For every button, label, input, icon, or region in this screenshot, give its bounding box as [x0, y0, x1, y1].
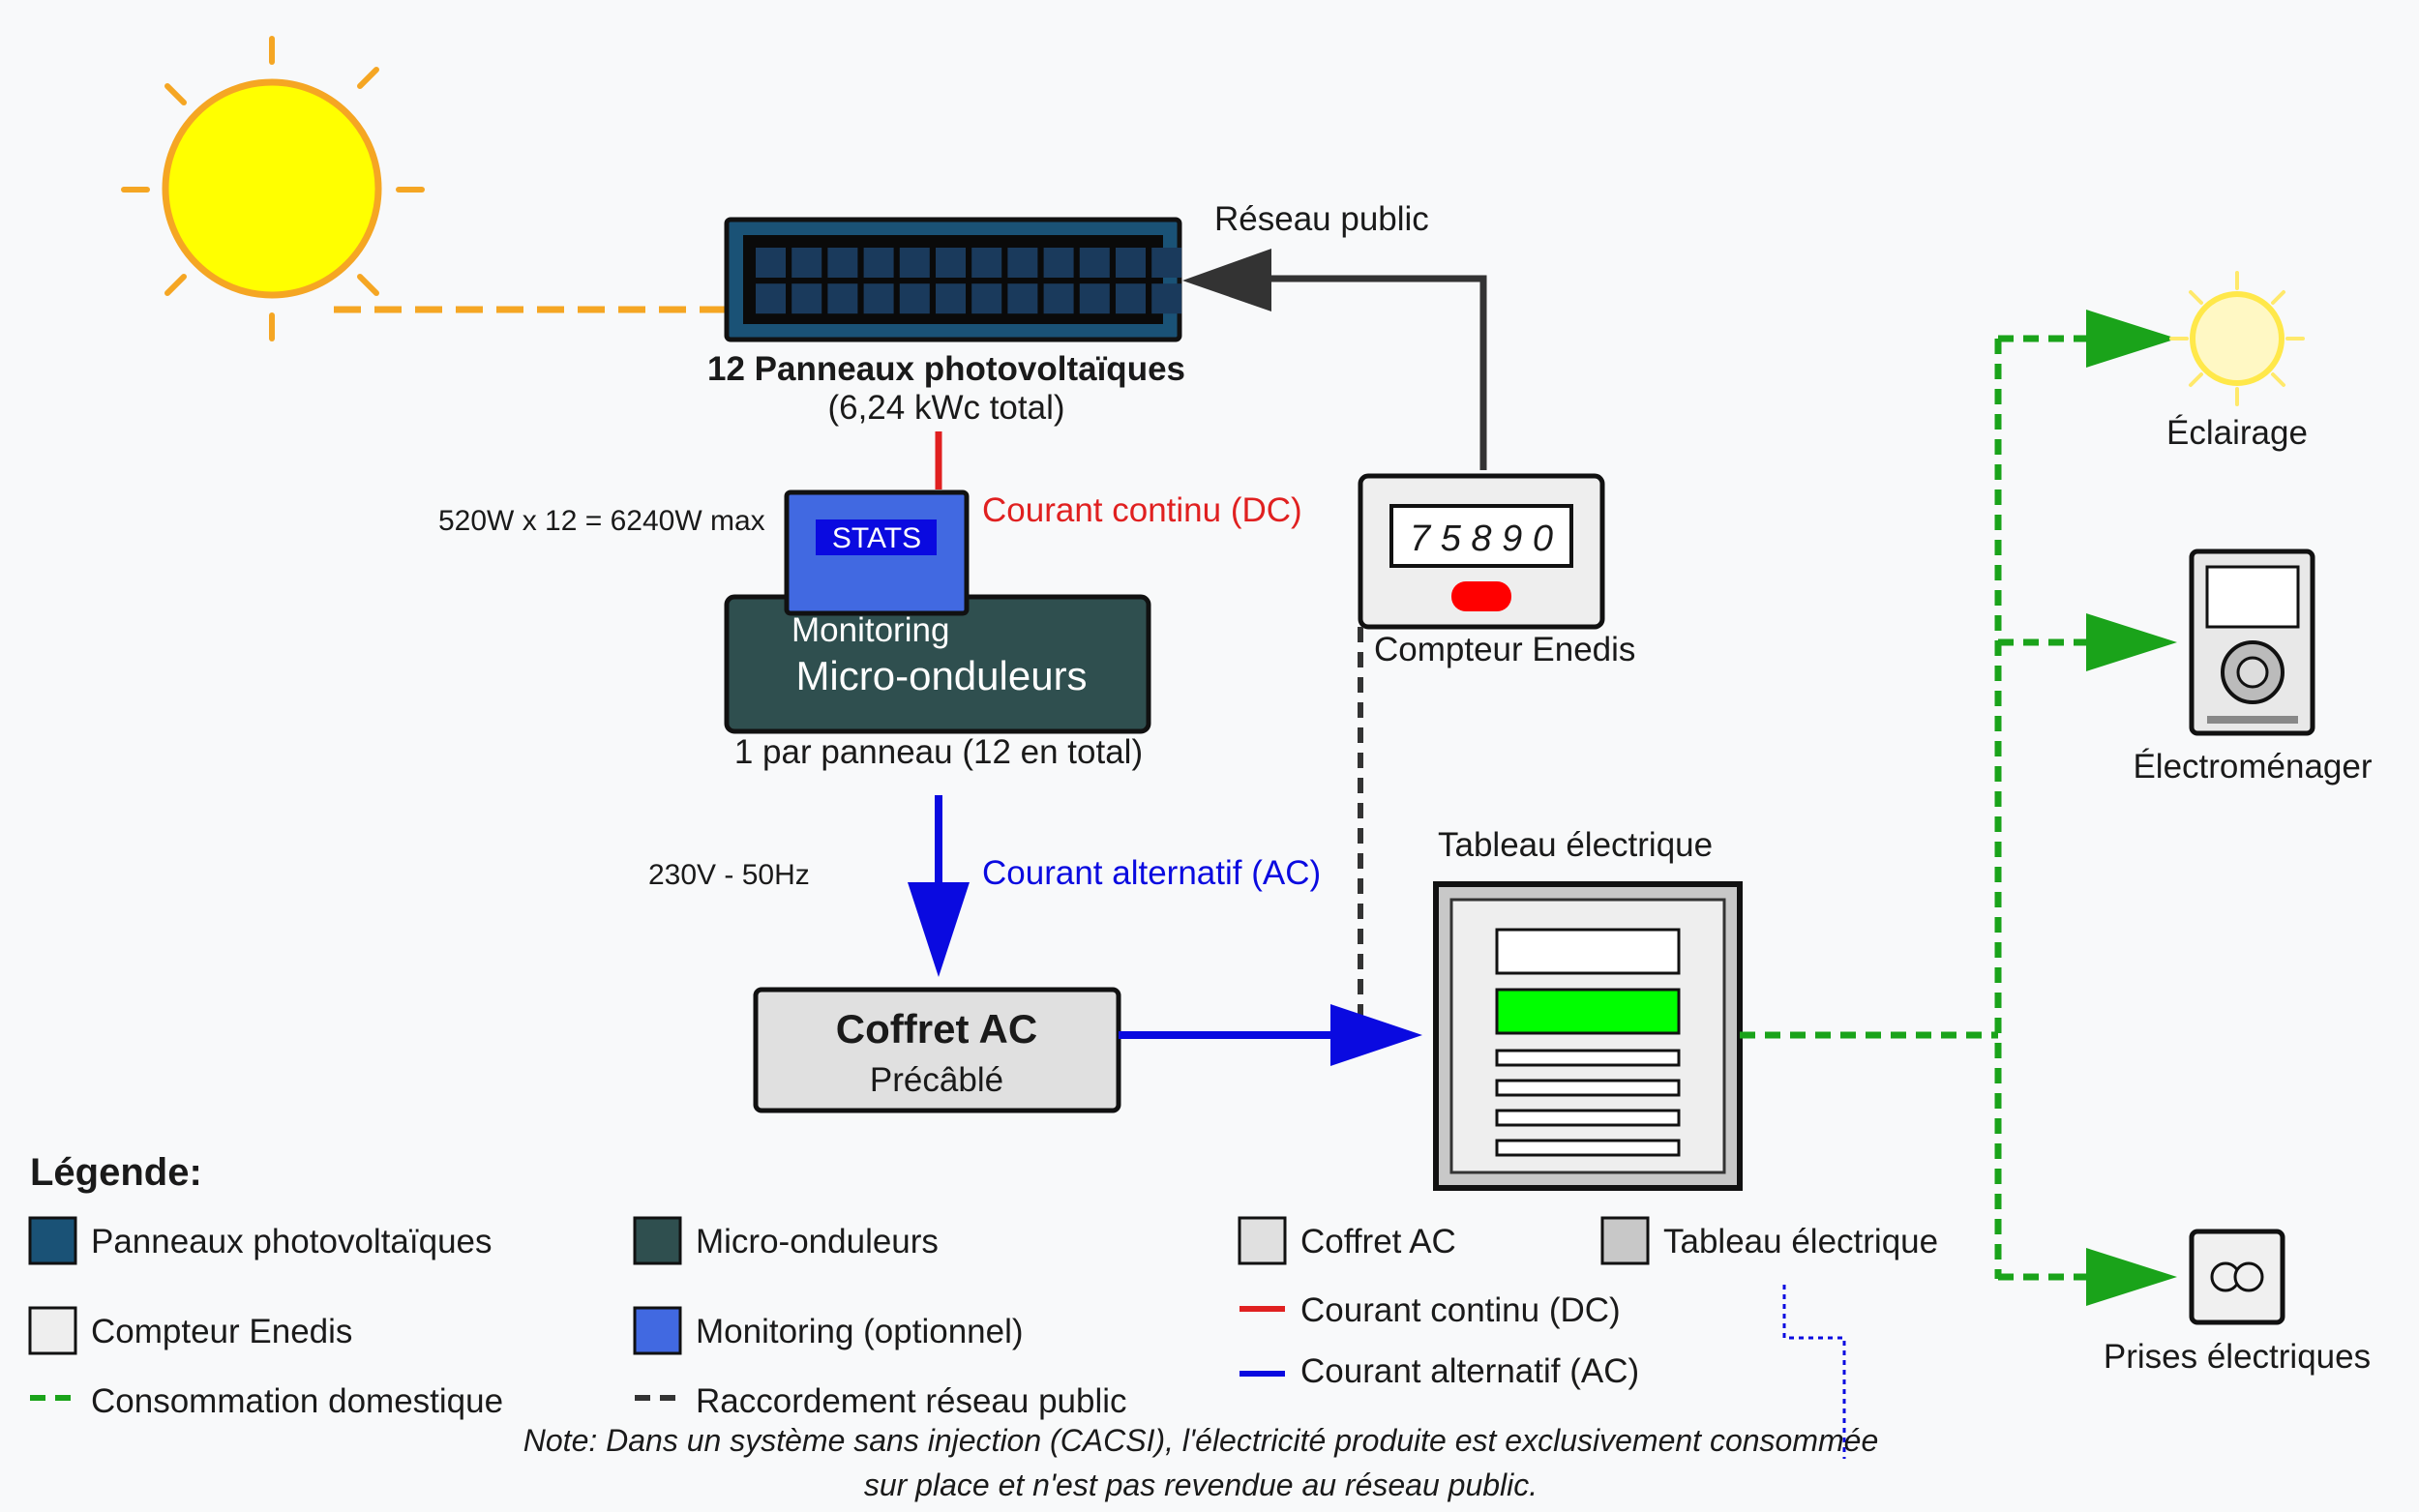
appliance-arrow: [2086, 613, 2177, 671]
reseau-public-label: Réseau public: [1214, 200, 1429, 238]
tableau-box: [1433, 881, 1743, 1191]
grid-connection-line: [1268, 275, 1487, 470]
note-line-2: sur place et n'est pas revendue au résea…: [864, 1468, 1538, 1502]
panel-cell: [1116, 248, 1146, 278]
max-power-label: 520W x 12 = 6240W max: [438, 505, 765, 537]
panel-cell: [1116, 283, 1146, 314]
panel-cell: [791, 248, 822, 278]
panel-cell: [1079, 248, 1110, 278]
panel-cell: [1007, 283, 1038, 314]
panel-cell: [1043, 248, 1074, 278]
stats-display: [816, 519, 937, 555]
stats-label: STATS: [832, 522, 921, 554]
panel-cell: [936, 248, 966, 278]
appliance-icon: [2189, 548, 2315, 736]
coffret-ac-box: [753, 987, 1121, 1113]
ac-label: Courant alternatif (AC): [982, 854, 1321, 892]
panel-cell: [1079, 283, 1110, 314]
micro-inverter-label: Micro-onduleurs: [795, 653, 1087, 698]
panel-cell: [756, 248, 786, 278]
meter-display: 7 5 8 9 0: [1410, 519, 1553, 559]
coffret-title: Coffret AC: [836, 1006, 1037, 1052]
monitoring-label: Monitoring: [791, 611, 949, 649]
panel-cell: [756, 283, 786, 314]
voltage-label: 230V - 50Hz: [648, 859, 810, 891]
legend-item-panels: Panneaux photovoltaïques: [91, 1223, 493, 1260]
note-line-1: Note: Dans un système sans injection (CA…: [523, 1423, 1878, 1458]
panel-cell: [1043, 283, 1074, 314]
legend-item-compteur: Compteur Enedis: [91, 1313, 352, 1350]
lamp-icon: [2169, 271, 2305, 406]
meter-icon: [1358, 473, 1605, 630]
panels-title: 12 Panneaux photovoltaïques: [707, 350, 1185, 388]
panel-cell: [899, 248, 930, 278]
panel-cell: [1151, 283, 1182, 314]
legend-item-monitoring: Monitoring (optionnel): [696, 1313, 1024, 1350]
panel-cell: [827, 248, 858, 278]
panel-cell: [827, 283, 858, 314]
legend-swatches: [28, 1216, 1650, 1401]
panel-cell: [936, 283, 966, 314]
eclairage-label: Éclairage: [2166, 414, 2308, 452]
coffret-sub: Précâblé: [870, 1061, 1003, 1099]
panel-cell: [863, 283, 894, 314]
legend-item-dc: Courant continu (DC): [1300, 1291, 1621, 1329]
legend-item-grid: Raccordement réseau public: [696, 1382, 1127, 1420]
panel-cell: [971, 248, 1002, 278]
legend-item-tableau: Tableau électrique: [1663, 1223, 1938, 1260]
outlet-arrow: [2086, 1248, 2177, 1306]
panel-cell: [899, 283, 930, 314]
panels-subtitle: (6,24 kWc total): [827, 389, 1064, 427]
micro-inverter-sub: 1 par panneau (12 en total): [734, 733, 1143, 771]
legend-item-domestic: Consommation domestique: [91, 1382, 503, 1420]
solar-panels: [724, 217, 1182, 342]
grid-arrow-head: [1182, 249, 1271, 311]
domestic-lines: [1740, 335, 2090, 1281]
outlet-icon: [2189, 1229, 2285, 1325]
panel-cell: [863, 248, 894, 278]
legend-item-micro: Micro-onduleurs: [696, 1223, 939, 1260]
panel-cell: [791, 283, 822, 314]
panel-cell: [1007, 248, 1038, 278]
tableau-label: Tableau électrique: [1438, 826, 1713, 864]
panel-cell: [971, 283, 1002, 314]
panel-cell: [1151, 248, 1182, 278]
sun-icon: [121, 36, 425, 341]
electromenager-label: Électroménager: [2133, 748, 2372, 786]
compteur-label: Compteur Enedis: [1374, 631, 1635, 668]
prises-label: Prises électriques: [2104, 1338, 2371, 1376]
ac-arrow-down: [908, 882, 970, 977]
legend-title: Légende:: [30, 1151, 202, 1194]
legend-item-ac: Courant alternatif (AC): [1300, 1352, 1639, 1390]
ac-arrow-right: [1330, 1004, 1422, 1066]
lamp-arrow: [2086, 310, 2177, 368]
dc-label: Courant continu (DC): [982, 491, 1302, 529]
legend-item-coffret: Coffret AC: [1300, 1223, 1456, 1260]
